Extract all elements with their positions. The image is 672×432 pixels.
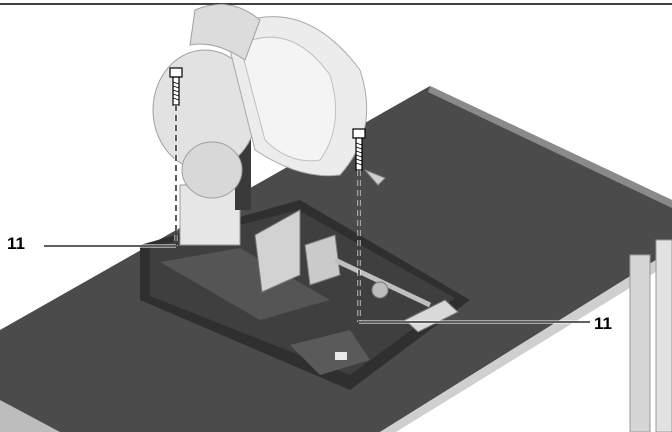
vise-jaw <box>304 234 341 286</box>
base-ribs <box>160 248 330 320</box>
table-leg-far <box>655 239 672 432</box>
bolt-left-head <box>169 67 183 78</box>
vise-handle <box>404 299 459 333</box>
bolt-left-thread <box>172 81 180 101</box>
base-hole <box>335 352 347 360</box>
handle <box>189 3 261 61</box>
callout-label-left: 11 <box>7 234 25 253</box>
blade-guard-inner <box>239 36 337 162</box>
callout-label-right: 11 <box>594 314 612 333</box>
guard-tip <box>364 169 386 186</box>
base-front-grip <box>290 330 370 375</box>
table-left-edge <box>0 400 60 432</box>
vise-assembly <box>254 209 459 333</box>
bolt-right-shank <box>355 137 363 171</box>
machine-base <box>140 200 470 390</box>
bolt-right-thread <box>355 142 363 166</box>
table-back-edge <box>428 86 672 208</box>
motor-vents <box>181 141 243 199</box>
bolt-right-head <box>352 128 366 139</box>
vise-fence <box>254 209 301 293</box>
table-front-edge <box>380 250 672 432</box>
vise-knob <box>371 281 389 299</box>
table-leg-right <box>629 254 651 432</box>
